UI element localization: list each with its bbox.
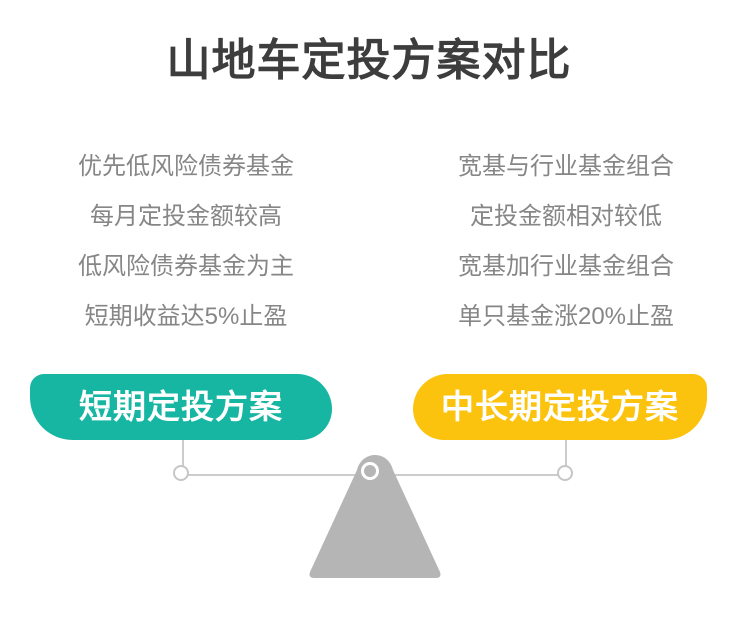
- right-plan-feature-list: 宽基与行业基金组合 定投金额相对较低 宽基加行业基金组合 单只基金涨20%止盈: [396, 142, 736, 342]
- mid-long-term-plan-badge: 中长期定投方案: [413, 374, 707, 440]
- list-item: 低风险债券基金为主: [78, 253, 294, 280]
- page-title: 山地车定投方案对比: [166, 36, 572, 85]
- left-connector-line: [182, 440, 184, 466]
- list-item: 宽基与行业基金组合: [458, 153, 674, 180]
- fulcrum-shape: [309, 455, 441, 578]
- list-item: 短期收益达5%止盈: [84, 303, 288, 330]
- list-item: 单只基金涨20%止盈: [457, 303, 675, 330]
- left-plan-feature-list: 优先低风险债券基金 每月定投金额较高 低风险债券基金为主 短期收益达5%止盈: [16, 142, 356, 342]
- scale-pivot-ring-icon: [361, 462, 379, 480]
- list-item: 每月定投金额较高: [90, 203, 282, 230]
- scale-fulcrum-triangle: [309, 455, 441, 578]
- beam-end-dot-left: [173, 465, 189, 481]
- right-connector-line: [565, 440, 567, 466]
- beam-end-dot-right: [557, 465, 573, 481]
- list-item: 定投金额相对较低: [470, 203, 662, 230]
- list-item: 优先低风险债券基金: [78, 153, 294, 180]
- short-term-plan-badge: 短期定投方案: [30, 374, 332, 440]
- list-item: 宽基加行业基金组合: [458, 253, 674, 280]
